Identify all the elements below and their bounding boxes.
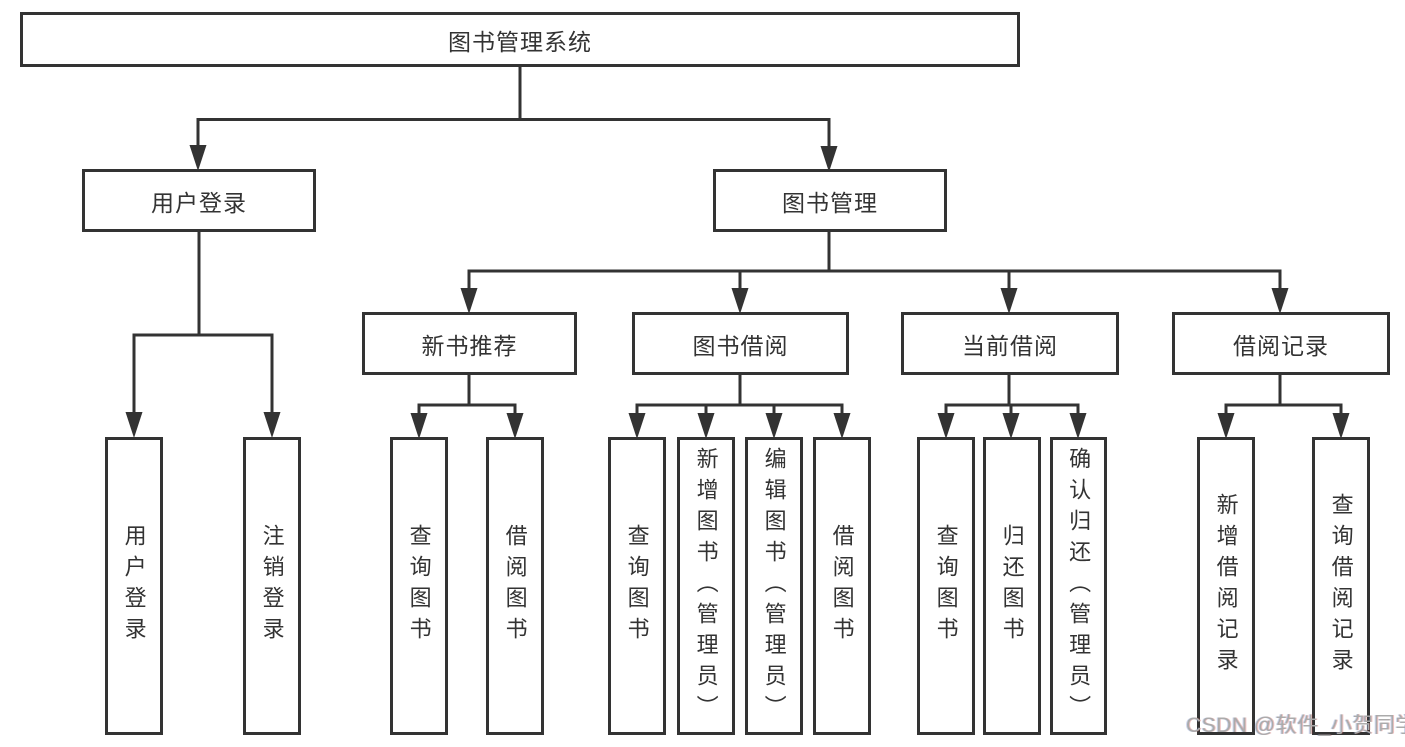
arrowhead-icon [765, 413, 783, 439]
arrowhead-icon [506, 413, 524, 439]
node-label: 当前借阅 [962, 332, 1058, 359]
leaf-borrow-books: 借阅图书 [813, 437, 871, 735]
leaf-query-books-borrowing: 查询图书 [608, 437, 666, 735]
node-book-management: 图书管理 [713, 169, 947, 232]
arrowhead-icon [1069, 413, 1087, 439]
leaf-confirm-return-admin: 确认归还（管理员） [1050, 437, 1107, 735]
arrowhead-icon [410, 413, 428, 439]
node-label: 图书借阅 [692, 332, 789, 359]
arrowhead-icon [263, 412, 281, 438]
arrowhead-icon [189, 145, 207, 171]
arrowhead-icon [1332, 413, 1350, 439]
leaf-label: 查询图书 [406, 524, 432, 648]
arrowhead-icon [937, 413, 955, 439]
node-new-book-recommend: 新书推荐 [362, 312, 577, 375]
leaf-return-books: 归还图书 [983, 437, 1041, 735]
leaf-label: 注销登录 [259, 524, 285, 648]
arrowhead-icon [1000, 288, 1018, 314]
arrowhead-icon [833, 413, 851, 439]
leaf-label: 归还图书 [999, 524, 1025, 648]
arrowhead-icon [1217, 413, 1235, 439]
arrowhead-icon [820, 146, 838, 172]
leaf-edit-books-admin: 编辑图书（管理员） [745, 437, 803, 735]
node-label: 新书推荐 [421, 332, 518, 359]
leaf-label: 编辑图书（管理员） [761, 446, 787, 726]
leaf-label: 新增图书（管理员） [693, 446, 719, 726]
node-user-login: 用户登录 [82, 169, 316, 232]
leaf-logout: 注销登录 [243, 437, 301, 735]
leaf-label: 新增借阅记录 [1213, 493, 1239, 679]
leaf-borrow-books-recommend: 借阅图书 [486, 437, 544, 735]
node-borrowing-records: 借阅记录 [1172, 312, 1390, 375]
leaf-label: 查询图书 [624, 524, 650, 648]
leaf-label: 借阅图书 [502, 524, 528, 648]
csdn-watermark: CSDN @软件_小贺同学 [1186, 714, 1405, 737]
leaf-label: 确认归还（管理员） [1066, 446, 1092, 726]
arrowhead-icon [731, 288, 749, 314]
node-current-borrowing: 当前借阅 [901, 312, 1119, 375]
node-label: 借阅记录 [1233, 332, 1329, 359]
arrowhead-icon [1002, 413, 1020, 439]
node-label: 用户登录 [151, 189, 247, 216]
leaf-label: 查询借阅记录 [1328, 493, 1354, 679]
arrowhead-icon [125, 412, 143, 438]
node-label: 图书管理系统 [448, 28, 592, 55]
node-library-management-system: 图书管理系统 [20, 12, 1020, 67]
leaf-label: 用户登录 [121, 524, 147, 648]
arrowhead-icon [460, 288, 478, 314]
leaf-user-login: 用户登录 [105, 437, 163, 735]
leaf-add-borrow-record: 新增借阅记录 [1197, 437, 1255, 735]
leaf-label: 查询图书 [933, 524, 959, 648]
leaf-query-books-current: 查询图书 [917, 437, 975, 735]
leaf-add-books-admin: 新增图书（管理员） [677, 437, 735, 735]
arrowhead-icon [628, 413, 646, 439]
leaf-query-books-recommend: 查询图书 [390, 437, 448, 735]
node-book-borrowing: 图书借阅 [632, 312, 849, 375]
node-label: 图书管理 [782, 189, 878, 216]
arrowhead-icon [697, 413, 715, 439]
arrowhead-icon [1271, 288, 1289, 314]
leaf-query-borrow-record: 查询借阅记录 [1312, 437, 1370, 735]
leaf-label: 借阅图书 [829, 524, 855, 648]
